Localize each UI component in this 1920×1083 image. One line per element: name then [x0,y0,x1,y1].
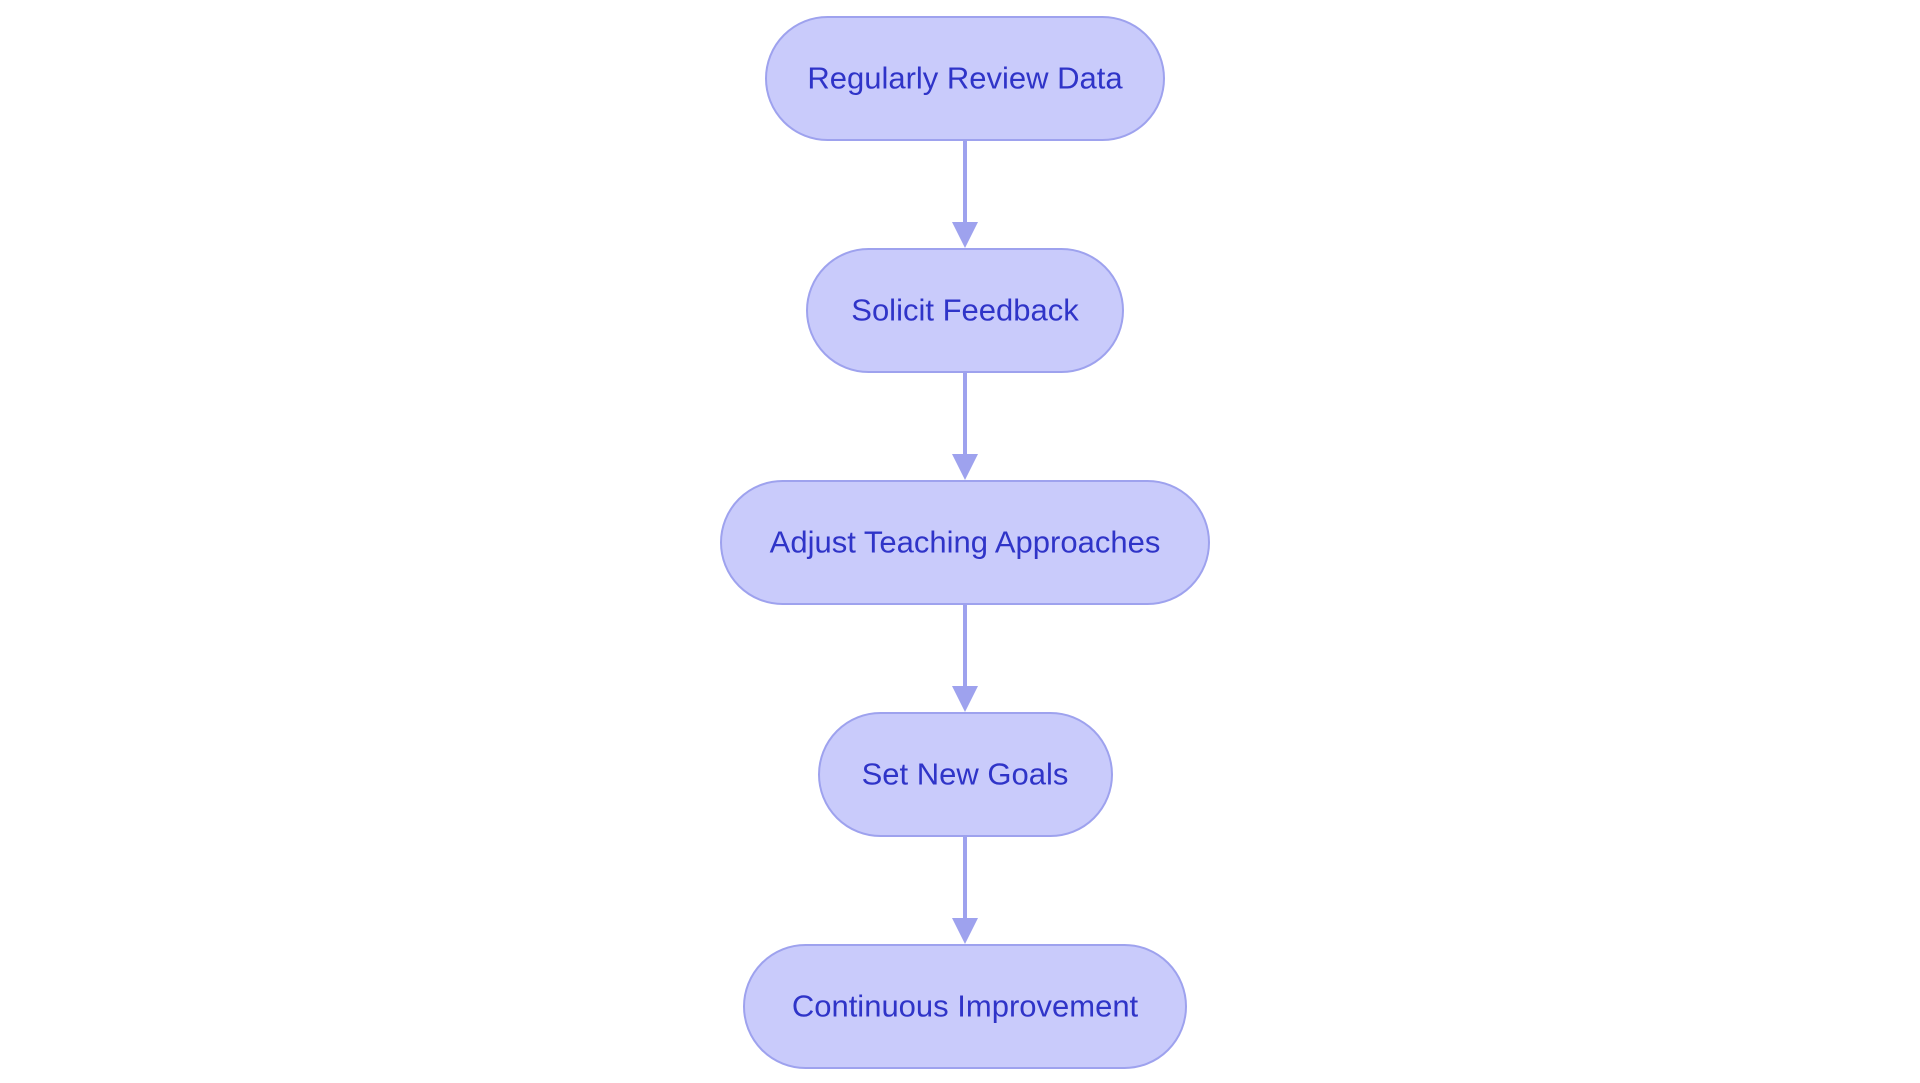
node-label: Continuous Improvement [792,989,1139,1024]
arrow-head-icon [952,454,978,480]
node-box [806,248,1124,373]
node-box [818,712,1113,837]
arrow-head-icon [952,918,978,944]
edge-feedback-to-adjust [952,373,978,480]
node-regularly-review-data: Regularly Review Data [765,16,1165,141]
node-label: Solicit Feedback [851,293,1079,328]
node-box [743,944,1187,1069]
edge-review-to-feedback [952,141,978,248]
node-continuous-improvement: Continuous Improvement [743,944,1187,1069]
node-box [765,16,1165,141]
node-box [720,480,1210,605]
node-solicit-feedback: Solicit Feedback [806,248,1124,373]
arrow-head-icon [952,222,978,248]
node-label: Regularly Review Data [807,61,1123,96]
edge-goals-to-improvement [952,837,978,944]
node-set-new-goals: Set New Goals [818,712,1113,837]
node-label: Adjust Teaching Approaches [770,525,1161,560]
node-label: Set New Goals [862,757,1069,792]
node-adjust-teaching-approaches: Adjust Teaching Approaches [720,480,1210,605]
arrow-head-icon [952,686,978,712]
edge-adjust-to-goals [952,605,978,712]
